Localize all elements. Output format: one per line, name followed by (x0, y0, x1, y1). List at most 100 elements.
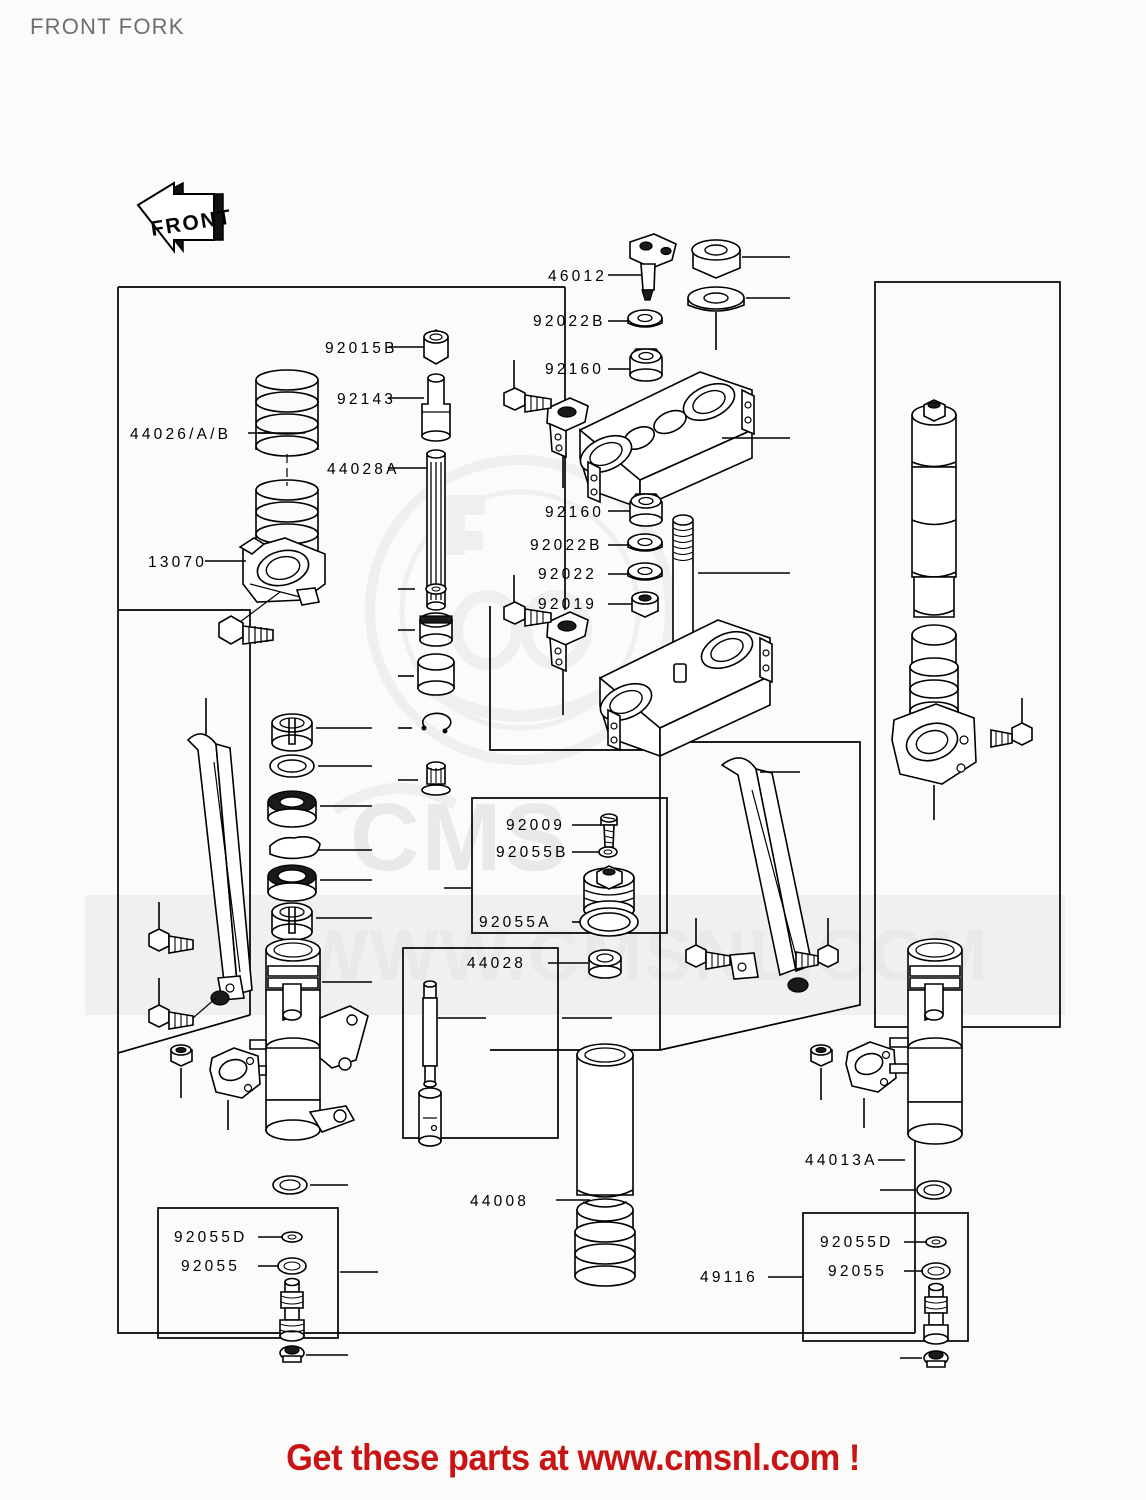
part-oil-seal (267, 790, 317, 828)
part-drain-plug (421, 761, 451, 796)
part-gasket-irregular (269, 836, 321, 860)
label-oring-large: 92055A (479, 914, 552, 931)
part-oring-92055b (598, 846, 618, 858)
part-guard-nut-right (810, 1044, 833, 1067)
part-fork-guard-right (720, 757, 813, 993)
inset-box-center (471, 797, 668, 934)
watermark-logo: CMS (331, 455, 675, 891)
part-cable-bracket-upper (546, 397, 589, 459)
panel-left-diag (117, 1014, 251, 1054)
label-dust-cap-upper: 92160 (545, 361, 604, 378)
label-oring-left: 92055 (181, 1258, 240, 1275)
part-washer-92022b-lower (627, 533, 663, 552)
label-dust-cap-lower: 92160 (545, 504, 604, 521)
part-guard-bolt-upper-right (685, 944, 731, 970)
part-piston-ring-44028 (588, 949, 622, 979)
part-damper-rod (426, 449, 446, 611)
part-guard-clamp-left (209, 1047, 261, 1099)
part-drain-bolt-right (923, 1350, 949, 1368)
label-top-clamp-bolt: 46012 (548, 268, 607, 285)
inset-box-rod (402, 947, 559, 1139)
label-top-nut: 92015B (325, 340, 398, 357)
label-oring-small: 92055B (496, 844, 569, 861)
part-right-clamp-bolt (990, 722, 1033, 748)
label-inner-tube: 44013A (805, 1152, 878, 1169)
part-screw-92009 (600, 813, 618, 848)
label-valve-assembly: 49116 (700, 1269, 758, 1286)
part-oring-slider-right (916, 1180, 952, 1200)
panel-left-outer (117, 287, 915, 1334)
label-spring-assembly: 44026/A/B (130, 426, 231, 443)
part-snap-ring (421, 712, 452, 734)
part-bolt-lower-bracket (503, 601, 552, 627)
part-bushing-split-bottom (271, 902, 313, 941)
label-oring-d-left: 92055D (174, 1229, 248, 1246)
label-outer-tube: 44008 (470, 1193, 529, 1210)
part-cable-bracket-lower (546, 611, 589, 673)
label-washer-lower: 92022 (538, 566, 597, 583)
watermark-url: WWW.CMSNL.COM (300, 916, 990, 996)
part-top-clamp-bolt-46012 (629, 233, 677, 301)
part-damper-rod-inner (418, 980, 442, 1147)
label-damper-rod: 44028A (327, 461, 400, 478)
panel-left-step (118, 609, 251, 1015)
panel-fork-guard (659, 741, 861, 1051)
label-piston-ring: 44028 (467, 955, 526, 972)
part-guard-nut-left (170, 1044, 193, 1067)
part-holder-clamp (238, 537, 326, 606)
part-spring-seat (421, 373, 451, 442)
label-oring-right: 92055 (828, 1263, 887, 1280)
part-right-clamp (891, 703, 977, 785)
part-upper-triple-clamp (579, 371, 755, 510)
label-holder-clamp: 13070 (148, 554, 207, 571)
part-fork-slider-left (249, 938, 369, 1141)
panel-center (489, 606, 661, 1050)
part-washer-92022b-upper (627, 309, 663, 328)
part-fork-cap-assembly (583, 865, 635, 920)
part-oring-92055-left (277, 1257, 307, 1275)
footer-promo-text: Get these parts at www.cmsnl.com ! (286, 1437, 860, 1478)
panel-right (874, 281, 1061, 1028)
front-orientation-badge: FRONT (136, 181, 234, 254)
part-bushing-split-top (271, 713, 313, 752)
part-guard-clamp-right (845, 1041, 897, 1093)
part-top-nut (423, 329, 449, 365)
part-valve-assembly-right (923, 1282, 949, 1345)
part-stem-nut-upper (691, 239, 741, 279)
part-bushing-2 (417, 653, 455, 696)
part-drain-bolt-left (279, 1345, 305, 1363)
part-washer-92022 (627, 562, 663, 581)
part-inner-tube-44013a (889, 938, 963, 1145)
label-oring-d-right: 92055D (820, 1234, 894, 1251)
part-oring-92055a (579, 907, 639, 937)
part-right-fork-tube (909, 399, 959, 743)
part-bushing-1 (419, 612, 453, 647)
part-valve-assembly-left (279, 1277, 305, 1342)
part-lower-triple-clamp (599, 514, 773, 758)
part-seal-stack (267, 713, 321, 941)
part-oring-92055-right (921, 1262, 951, 1280)
parts-diagram: CMS WWW.CMSNL.COM FRONT (0, 50, 1146, 1430)
part-bolt-upper-bracket (503, 387, 552, 413)
part-washer-upper-right (687, 286, 745, 312)
label-washer-lower-b: 92022B (530, 537, 603, 554)
part-dust-cap-upper (629, 348, 663, 382)
label-spring-seat: 92143 (337, 391, 396, 408)
part-seal-2 (267, 864, 317, 902)
label-screw: 92009 (506, 817, 565, 834)
part-clamp-bolt (218, 591, 281, 645)
part-stem-nut-92019 (631, 591, 659, 618)
page-title: FRONT FORK (30, 14, 185, 39)
part-oring-1 (269, 754, 315, 778)
part-dust-cap-lower (629, 493, 663, 527)
part-oring-92055d-left (281, 1231, 303, 1243)
part-oring-sm-1 (425, 583, 447, 595)
part-coil-spring (255, 369, 319, 567)
part-guard-bolt-lower-right (795, 944, 839, 970)
part-oring-92055d-right (925, 1236, 947, 1248)
inset-box-left (157, 1207, 339, 1339)
label-stem-nut: 92019 (538, 596, 597, 613)
part-oring-slider-left (272, 1175, 308, 1195)
label-washer-upper: 92022B (533, 313, 606, 330)
part-outer-tube-44008 (574, 1043, 636, 1287)
